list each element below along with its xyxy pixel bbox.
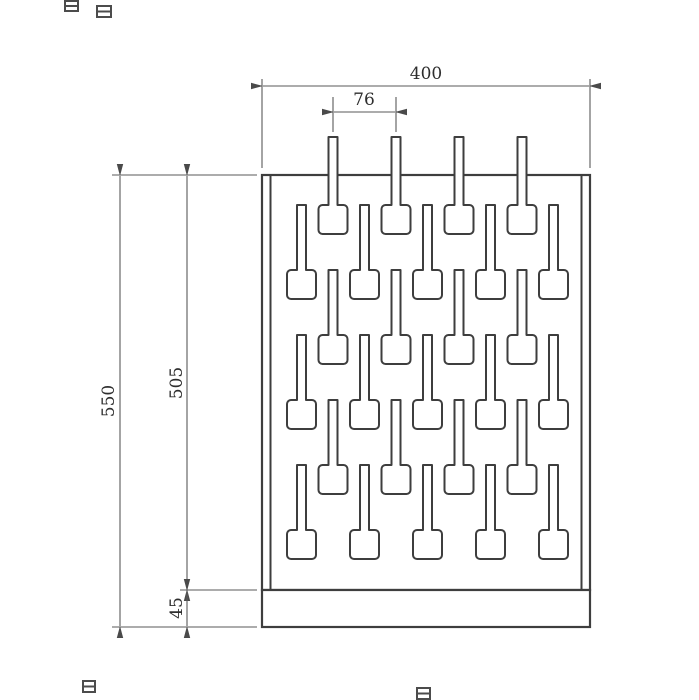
keyhole-slot <box>412 464 443 560</box>
keyhole-slot <box>317 136 349 235</box>
dim-base-height-label: 45 <box>167 597 187 619</box>
watermark-fragment <box>82 680 96 693</box>
watermark-fragment <box>64 0 79 12</box>
keyhole-slot <box>412 204 443 300</box>
keyhole-slot <box>538 334 569 430</box>
dim-pitch-label: 76 <box>353 90 375 110</box>
keyhole-slot <box>317 399 349 495</box>
keyhole-slot <box>380 399 412 495</box>
keyhole-slot <box>538 204 569 300</box>
keyhole-slot <box>286 204 317 300</box>
keyhole-slot <box>349 464 380 560</box>
watermark-fragment <box>416 687 431 700</box>
keyhole-slot <box>380 269 412 365</box>
dimensions: 400 76 550 505 45 <box>99 64 601 638</box>
keyhole-slot <box>506 399 538 495</box>
keyhole-slot <box>506 269 538 365</box>
watermark-fragment <box>96 5 112 18</box>
keyhole-slot <box>412 334 443 430</box>
dim-width-label: 400 <box>410 64 442 84</box>
keyhole-slot <box>475 204 506 300</box>
keyhole-slot <box>443 136 475 235</box>
keyhole-slot <box>349 204 380 300</box>
keyhole-slot <box>538 464 569 560</box>
keyhole-slot-pattern <box>286 136 569 560</box>
keyhole-slot <box>475 464 506 560</box>
base-plinth <box>260 588 592 629</box>
keyhole-slot <box>286 464 317 560</box>
keyhole-slot <box>443 399 475 495</box>
keyhole-slot <box>317 269 349 365</box>
keyhole-slot <box>349 334 380 430</box>
dim-panel-height-label: 505 <box>167 367 187 399</box>
keyhole-slot <box>443 269 475 365</box>
watermark-artifacts <box>64 0 431 700</box>
keyhole-slot <box>506 136 538 235</box>
keyhole-slot <box>475 334 506 430</box>
keyhole-slot <box>380 136 412 235</box>
dim-total-height-label: 550 <box>99 385 119 417</box>
keyhole-slot <box>286 334 317 430</box>
